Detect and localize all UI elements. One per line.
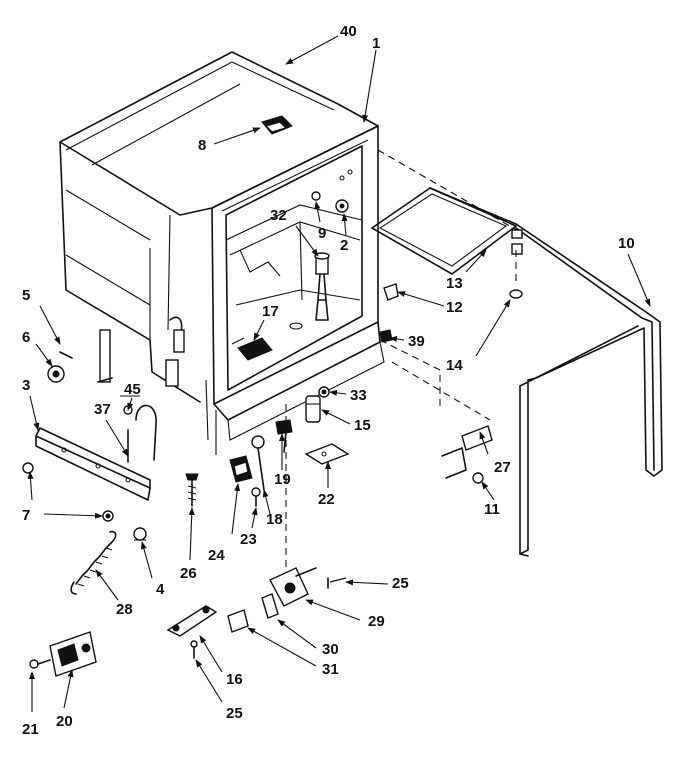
label-25-upper: 25	[392, 575, 409, 592]
part-12-clip	[379, 283, 399, 343]
leader-lines	[27, 35, 651, 712]
label-24: 24	[208, 547, 225, 564]
label-27: 27	[494, 459, 511, 476]
label-3: 3	[22, 377, 31, 394]
label-11: 11	[484, 501, 500, 518]
label-7: 7	[22, 507, 31, 524]
label-30: 30	[322, 641, 339, 658]
label-9: 9	[318, 225, 327, 242]
label-40: 40	[340, 23, 357, 40]
label-39: 39	[408, 333, 425, 350]
label-2: 2	[340, 237, 349, 254]
part-26-screw	[185, 473, 199, 507]
label-22: 22	[318, 491, 335, 508]
lower-center-parts	[275, 386, 350, 465]
label-28: 28	[116, 601, 133, 618]
label-15: 15	[354, 417, 371, 434]
label-45: 45	[124, 381, 141, 398]
part-27-bracket	[441, 425, 493, 484]
label-14: 14	[446, 357, 463, 374]
part-18-24-23	[229, 435, 265, 507]
label-4: 4	[156, 581, 165, 598]
lower-right-parts	[166, 567, 347, 659]
label-5: 5	[22, 287, 31, 304]
label-21: 21	[22, 721, 39, 738]
part-14-hardware	[509, 229, 523, 299]
part-5-6	[47, 351, 73, 383]
part-10-rod	[429, 187, 663, 557]
part-3-plate	[22, 427, 151, 541]
label-20: 20	[56, 713, 73, 730]
label-17: 17	[262, 303, 279, 320]
label-25-lower: 25	[226, 705, 243, 722]
label-16: 16	[226, 671, 243, 688]
label-32: 32	[270, 207, 287, 224]
label-18: 18	[266, 511, 283, 528]
label-23: 23	[240, 531, 257, 548]
part-20-hinge	[29, 631, 97, 677]
label-6: 6	[22, 329, 31, 346]
label-31: 31	[322, 661, 339, 678]
label-29: 29	[368, 613, 385, 630]
label-26: 26	[180, 565, 197, 582]
label-1: 1	[372, 35, 381, 52]
label-19: 19	[274, 471, 291, 488]
label-12: 12	[446, 299, 463, 316]
part-28-spring	[70, 530, 117, 595]
label-13: 13	[446, 275, 463, 292]
part-13-panel	[371, 187, 517, 275]
label-8: 8	[198, 137, 207, 154]
label-37: 37	[94, 401, 111, 418]
label-33: 33	[350, 387, 367, 404]
label-10: 10	[618, 235, 635, 252]
